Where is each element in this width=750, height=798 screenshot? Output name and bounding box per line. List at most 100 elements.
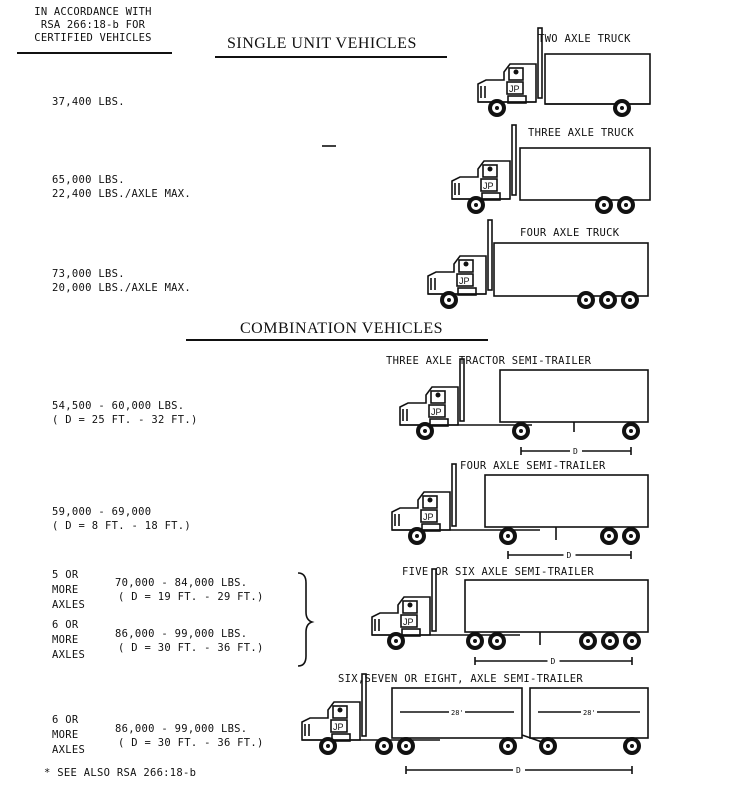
- wheel-hub: [620, 106, 624, 110]
- wheel-hub: [630, 639, 634, 643]
- wheel-hub: [423, 429, 427, 433]
- windshield: [508, 67, 524, 81]
- grille: [480, 86, 486, 98]
- windshield: [458, 259, 474, 273]
- axle-line: 6 OR: [52, 619, 79, 631]
- weight-line: ( D = 30 FT. - 36 FT.): [118, 737, 264, 749]
- axle-line: 5 OR: [52, 569, 79, 581]
- weight-line: 22,400 LBS./AXLE MAX.: [52, 188, 192, 200]
- section-title-single-unit: SINGLE UNIT VEHICLES: [227, 35, 417, 52]
- three-axle-truck: JP: [451, 124, 651, 214]
- fuel-tank: [421, 523, 441, 532]
- weight-line: ( D = 25 FT. - 32 FT.): [52, 414, 198, 426]
- grille: [394, 514, 400, 526]
- trailer-length-label: 28': [451, 709, 464, 717]
- weight-four-axle: 73,000 LBS. 20,000 LBS./AXLE MAX.: [52, 267, 191, 295]
- wheel-hub: [629, 429, 633, 433]
- windshield: [430, 390, 446, 404]
- fuel-tank: [507, 95, 527, 104]
- wheel-hub: [394, 639, 398, 643]
- header-line-1: IN ACCORDANCE WITH: [34, 6, 152, 18]
- cab-body: [399, 386, 459, 426]
- label-five-six-axle-semi: FIVE OR SIX AXLE SEMI-TRAILER: [402, 566, 595, 578]
- weight-line: 37,400 LBS.: [52, 96, 125, 108]
- header-line-3: CERTIFIED VEHICLES: [34, 32, 152, 44]
- windshield: [422, 495, 438, 509]
- wheel-hub: [606, 298, 610, 302]
- cargo-box: [529, 687, 649, 739]
- label-three-axle-tractor-semi: THREE AXLE TRACTOR SEMI-TRAILER: [386, 355, 592, 367]
- wheel-hub: [506, 534, 510, 538]
- cab-door: [400, 614, 418, 628]
- cargo-box: [391, 687, 523, 739]
- wheel-hub: [415, 534, 419, 538]
- grille: [374, 619, 380, 631]
- cab-marking-text: JP: [459, 276, 470, 286]
- cab-door: [330, 719, 348, 733]
- weight-two-axle: 37,400 LBS.: [52, 95, 125, 109]
- section-underline-combination: [186, 339, 488, 341]
- dimension-gap: [570, 445, 582, 456]
- label-four-axle-semi: FOUR AXLE SEMI-TRAILER: [460, 460, 606, 472]
- section-underline-single-unit: [215, 56, 447, 58]
- cab-door: [456, 273, 474, 287]
- driver-head: [337, 707, 343, 713]
- wheel-hub: [546, 744, 550, 748]
- weight-line: 86,000 - 99,000 LBS.: [115, 723, 248, 735]
- wheel-hub: [630, 744, 634, 748]
- wheel-hub: [474, 203, 478, 207]
- axle-line: AXLES: [52, 744, 86, 756]
- cab-door: [506, 81, 524, 95]
- wheel-hub: [404, 744, 408, 748]
- converter-dolly: [521, 734, 543, 743]
- weight-line: 73,000 LBS.: [52, 268, 125, 280]
- wheel-hub: [586, 639, 590, 643]
- weight-three-axle-tractor-semi: 54,500 - 60,000 LBS. ( D = 25 FT. - 32 F…: [52, 399, 198, 427]
- wheel-hub: [602, 203, 606, 207]
- weight-line: ( D = 30 FT. - 36 FT.): [118, 642, 264, 654]
- cab-body: [451, 160, 511, 200]
- cargo-box: [499, 369, 649, 423]
- cab-marking-text: JP: [483, 181, 494, 191]
- fuel-tank: [457, 287, 477, 296]
- dimension-label: D: [516, 766, 521, 775]
- trailer-length-gap: [449, 706, 465, 716]
- cab-marking-text: JP: [333, 722, 344, 732]
- grille: [454, 183, 460, 195]
- label-three-axle-truck: THREE AXLE TRUCK: [528, 127, 634, 139]
- four-axle-truck: JP: [427, 219, 649, 309]
- driver-head: [427, 497, 433, 503]
- axle-line: MORE: [52, 634, 79, 646]
- cab-body: [391, 491, 451, 531]
- cargo-box: [519, 147, 651, 201]
- group-brace: [297, 572, 315, 667]
- cab-door: [420, 509, 438, 523]
- weight-line: 54,500 - 60,000 LBS.: [52, 400, 185, 412]
- weight-6-or-more-b: 86,000 - 99,000 LBS. ( D = 30 FT. - 36 F…: [115, 722, 264, 750]
- wheel-hub: [628, 298, 632, 302]
- wheel-hub: [495, 106, 499, 110]
- exhaust-stack: [431, 568, 437, 632]
- wheel-hub: [473, 639, 477, 643]
- footnote: * SEE ALSO RSA 266:18-b: [44, 767, 197, 779]
- dimension-gap: [563, 549, 576, 560]
- wheel-hub: [326, 744, 330, 748]
- fuel-tank: [429, 418, 449, 427]
- three-axle-tractor-semi: JPD: [399, 358, 649, 456]
- cargo-box: [493, 242, 649, 297]
- cab-door: [480, 178, 498, 192]
- exhaust-stack: [459, 358, 465, 422]
- wheel-hub: [447, 298, 451, 302]
- weight-line: 70,000 - 84,000 LBS.: [115, 577, 248, 589]
- cargo-box: [464, 579, 649, 633]
- label-six-seven-eight-axle-semi: SIX,SEVEN OR EIGHT, AXLE SEMI-TRAILER: [338, 673, 583, 685]
- driver-head: [435, 392, 441, 398]
- wheel-hub: [624, 203, 628, 207]
- axle-count-6-or-more-b: 6 OR MORE AXLES: [52, 713, 85, 758]
- wheel-hub: [495, 639, 499, 643]
- windshield: [482, 164, 498, 178]
- five-six-axle-semi: JPD: [371, 568, 649, 666]
- axle-line: MORE: [52, 584, 79, 596]
